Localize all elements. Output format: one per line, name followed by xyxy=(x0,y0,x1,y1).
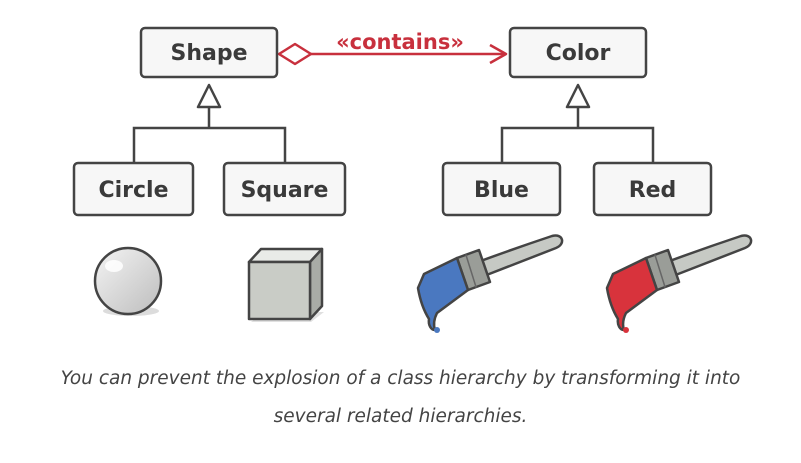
class-diagram: «contains» Shape Color Circle Square Blu… xyxy=(72,26,753,333)
class-box-blue: Blue xyxy=(441,161,562,217)
composition-diamond xyxy=(277,42,313,66)
contains-relation: «contains» xyxy=(277,30,508,66)
class-box-shape: Shape xyxy=(139,26,279,79)
class-label-shape: Shape xyxy=(170,41,247,66)
shape-inheritance-arrowhead xyxy=(196,83,222,109)
blue-paintbrush-icon xyxy=(416,234,564,333)
class-box-square: Square xyxy=(222,161,347,217)
shape-inheritance-connector xyxy=(132,108,287,163)
class-label-color: Color xyxy=(546,41,611,66)
color-inheritance-arrowhead xyxy=(565,83,591,109)
red-paintbrush-icon xyxy=(605,234,753,333)
class-label-square: Square xyxy=(241,178,329,203)
contains-label: «contains» xyxy=(336,30,464,54)
color-inheritance-connector xyxy=(500,108,655,163)
class-box-red: Red xyxy=(592,161,713,217)
caption-line-1: You can prevent the explosion of a class… xyxy=(60,368,741,389)
caption-line-2: several related hierarchies. xyxy=(273,406,528,427)
sphere-icon xyxy=(93,246,163,316)
class-box-circle: Circle xyxy=(72,161,195,217)
class-label-blue: Blue xyxy=(474,178,529,203)
class-box-color: Color xyxy=(508,26,648,79)
contains-arrowhead xyxy=(489,43,508,65)
cube-icon xyxy=(247,247,324,322)
class-label-red: Red xyxy=(629,178,677,203)
class-label-circle: Circle xyxy=(98,178,168,203)
